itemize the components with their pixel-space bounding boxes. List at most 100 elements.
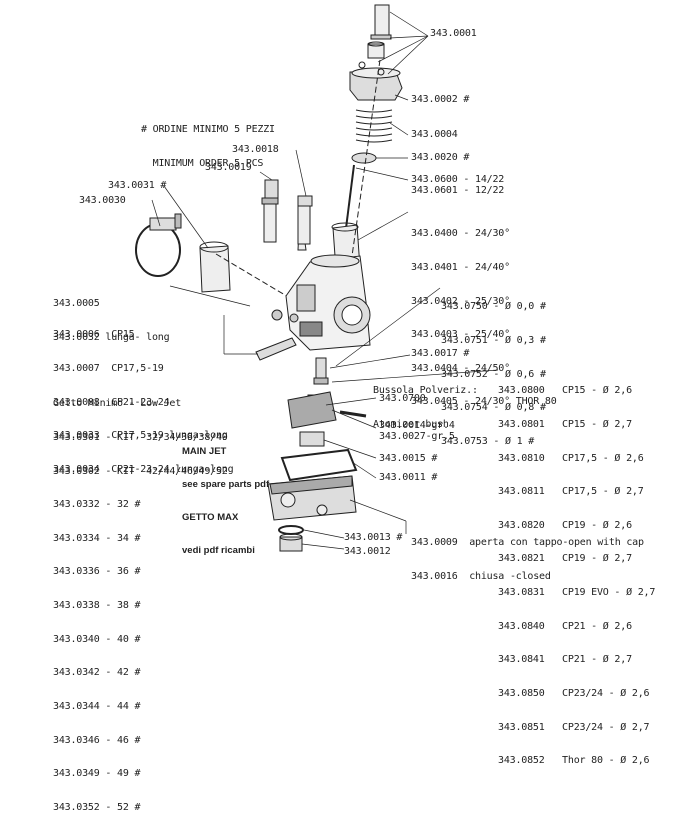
atomizer-title-en: Atomizer bush — [373, 419, 449, 431]
part-0011-gasket — [280, 448, 358, 482]
slide-item: 343.0402 - 25/30° — [411, 295, 510, 307]
needle-jet-list: 343.0750 - Ø 0,0 # 343.0751 - Ø 0,3 # 34… — [441, 279, 546, 458]
part-0020-clip — [351, 152, 377, 164]
slide-list: 343.0400 - 24/30° 343.0401 - 24/40° 343.… — [411, 206, 557, 419]
atomizer-row: 343.0851 CP23/24 - Ø 2,7 — [498, 722, 655, 733]
atomizer-desc: CP21 - Ø 2,7 — [562, 654, 632, 666]
label-0011: 343.0011 # — [379, 472, 438, 483]
part-0015-needle-valve — [299, 431, 325, 447]
part-0002-top-cap — [349, 61, 403, 101]
label-0004: 343.0004 — [411, 129, 458, 140]
atomizer-row: 343.0811 CP17,5 - Ø 2,7 — [498, 486, 655, 497]
body-item: 343.0008 CP21-23-24 — [53, 396, 170, 408]
slide-item: 343.0403 - 25/40° — [411, 329, 510, 341]
main-jet-line: vedi pdf ricambi — [182, 545, 255, 556]
atomizer-title-it: Bussola Polveriz.: — [373, 385, 478, 397]
label-0019: 343.0019 — [205, 162, 252, 173]
part-0004-spring — [355, 109, 393, 143]
atomizer-title: Bussola Polveriz.: Atomizer bush — [373, 363, 478, 441]
label-0018: 343.0018 — [232, 144, 279, 155]
atomizer-code: 343.0840 — [498, 620, 545, 632]
label-0601: 343.0601 - 12/22 — [411, 185, 505, 196]
part-0030-clamp — [135, 213, 182, 277]
body-item: 343.0034 CP21-23-24 lunga-long — [53, 463, 234, 475]
low-jet-item: 343.0338 - 38 # — [53, 600, 141, 612]
low-jet-item: 343.0344 - 44 # — [53, 700, 141, 712]
label-0031: 343.0031 # — [108, 180, 167, 191]
long-note-line: 343.0005 — [53, 298, 100, 310]
needle-item: 343.0754 - Ø 0,8 # — [441, 402, 546, 414]
part-0005-pilot-screw — [255, 337, 297, 361]
low-jet-item: 343.0342 - 42 # — [53, 667, 141, 679]
slide-item: 343.0405 - 24/30° THOR 80 — [411, 396, 557, 408]
low-jet-item: 343.0336 - 36 # — [53, 566, 141, 578]
atomizer-desc: CP19 - Ø 2,7 — [562, 553, 632, 565]
atomizer-desc: CP17,5 - Ø 2,6 — [562, 452, 644, 464]
label-0012: 343.0012 — [344, 546, 391, 557]
long-screw-note: 343.0005 343.0032 lunga- long — [53, 276, 170, 354]
needle-item: 343.0753 - Ø 1 # — [441, 435, 535, 447]
part-0014-float — [287, 391, 367, 429]
low-jet-item: 343.0349 - 49 # — [53, 768, 141, 780]
slide-item: 343.0404 - 24/50° — [411, 362, 510, 374]
atomizer-code: 343.0800 — [498, 385, 545, 397]
part-0031-rubber — [199, 241, 231, 293]
label-0013: 343.0013 # — [344, 532, 403, 543]
atomizer-desc: CP17,5 - Ø 2,7 — [562, 486, 644, 498]
atomizer-desc: CP21 - Ø 2,6 — [562, 620, 632, 632]
part-0017-jet — [313, 357, 329, 385]
atomizer-desc: Thor 80 - Ø 2,6 — [562, 755, 650, 767]
label-0015: 343.0015 # — [379, 453, 438, 464]
atomizer-row: 343.0820 CP19 - Ø 2,6 — [498, 520, 655, 531]
part-0018-screw — [297, 195, 313, 251]
bowl-item: 343.0016 chiusa -closed — [411, 571, 551, 583]
label-0027: 343.0027-gr.5 — [379, 431, 455, 442]
atomizer-row: 343.0840 CP21 - Ø 2,6 — [498, 621, 655, 632]
part-0019-screw — [261, 179, 279, 243]
label-0014: 343.0014-gr.4 — [379, 420, 455, 431]
low-jet-title: Getto Minimo - Low Jet — [53, 398, 182, 410]
float-bowl-list: 343.0009 aperta con tappo-open with cap … — [411, 515, 644, 593]
slide-item: 343.0400 - 24/30° — [411, 228, 510, 240]
atomizer-code: 343.0850 — [498, 687, 545, 699]
label-0017: 343.0017 # — [411, 348, 470, 359]
atomizer-code: 343.0820 — [498, 519, 545, 531]
atomizer-code: 343.0821 — [498, 553, 545, 565]
atomizer-code: 343.0811 — [498, 486, 545, 498]
order-note-it: # ORDINE MINIMO 5 PEZZI — [141, 124, 275, 136]
atomizer-row: 343.0801 CP15 - Ø 2,7 — [498, 419, 655, 430]
low-jet-item: 343.0340 - 40 # — [53, 633, 141, 645]
atomizer-code: 343.0810 — [498, 452, 545, 464]
low-jet-item: 343.0352 - 52 # — [53, 801, 141, 813]
part-0012-cap — [279, 533, 303, 552]
atomizer-code: 343.0841 — [498, 654, 545, 666]
atomizer-desc: CP23/24 - Ø 2,6 — [562, 687, 650, 699]
body-item: 343.0033 CP17,5-19 lunga-long — [53, 430, 228, 442]
minimum-order-note: # ORDINE MINIMO 5 PEZZI MINIMUM ORDER 5 … — [141, 102, 275, 180]
label-0030: 343.0030 — [79, 195, 126, 206]
label-0002: 343.0002 # — [411, 94, 470, 105]
atomizer-row: 343.0810 CP17,5 - Ø 2,6 — [498, 453, 655, 464]
label-0600: 343.0600 - 14/22 — [411, 174, 505, 185]
slide-item: 343.0401 - 24/40° — [411, 262, 510, 274]
long-note-line: 343.0032 lunga- long — [53, 332, 170, 344]
atomizer-code: 343.0852 — [498, 755, 545, 767]
atomizer-row: 343.0852 Thor 80 - Ø 2,6 — [498, 755, 655, 766]
low-jet-item: 343.0302 - KIT 42/44/46/49/52 — [53, 465, 228, 477]
low-jet-item: 343.0334 - 34 # — [53, 532, 141, 544]
main-jet-note: MAIN JET see spare parts pdf GETTO MAX v… — [182, 424, 269, 567]
bowl-item: 343.0009 aperta con tappo-open with cap — [411, 537, 644, 549]
body-item: 343.0007 CP17,5-19 — [53, 363, 164, 375]
part-0001-sleeve — [367, 4, 392, 59]
low-jet-item: 343.0346 - 46 # — [53, 734, 141, 746]
atomizer-code: 343.0851 — [498, 721, 545, 733]
main-jet-line: MAIN JET — [182, 446, 227, 457]
label-0020: 343.0020 # — [411, 152, 470, 163]
atomizer-row: 343.0850 CP23/24 - Ø 2,6 — [498, 688, 655, 699]
part-0013-oring — [278, 525, 304, 535]
body-list: 343.0006 CP15 343.0007 CP17,5-19 343.000… — [53, 307, 234, 486]
needle-item: 343.0750 - Ø 0,0 # — [441, 301, 546, 313]
low-jet-item: 343.0332 - 32 # — [53, 499, 141, 511]
label-0700: 343.0700 — [379, 393, 426, 404]
part-0009-float-bowl — [267, 475, 357, 521]
